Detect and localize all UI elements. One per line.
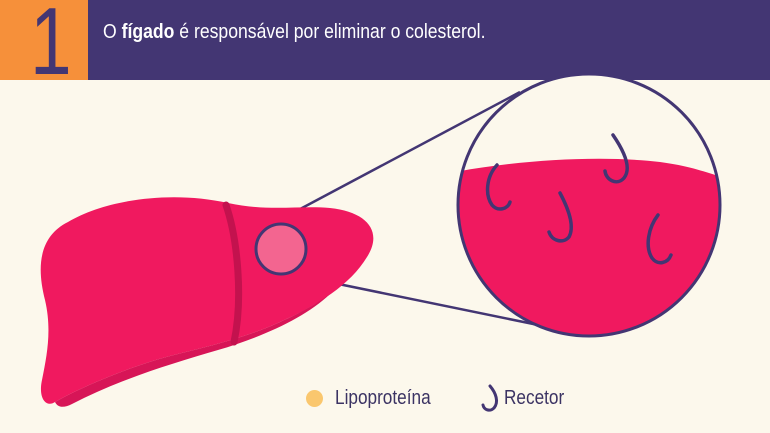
legend-label-lipoprotein: Lipoproteína bbox=[335, 386, 431, 409]
liver-zoom-spot bbox=[254, 222, 308, 276]
zoom-circle bbox=[456, 72, 722, 338]
receptor-hook-icon bbox=[646, 213, 673, 265]
title-bold: fígado bbox=[121, 21, 175, 43]
header-title: O fígado é responsável por eliminar o co… bbox=[103, 19, 485, 45]
legend-item-lipoprotein: Lipoproteína bbox=[306, 387, 446, 410]
yellow-dot-icon bbox=[306, 389, 323, 407]
step-number-box: 1 bbox=[0, 0, 88, 80]
zoom-connector-top bbox=[271, 90, 521, 226]
legend: Lipoproteína Recetor bbox=[306, 384, 574, 412]
liver-icon bbox=[40, 197, 374, 407]
receptor-hook-icon bbox=[603, 133, 629, 184]
title-suffix: é responsável por eliminar o colesterol. bbox=[174, 21, 486, 43]
legend-label-receptor: Recetor bbox=[504, 386, 565, 409]
receptor-hook-icon bbox=[485, 163, 512, 211]
step-number: 1 bbox=[30, 0, 72, 80]
hook-icon bbox=[481, 384, 499, 412]
title-prefix: O bbox=[103, 21, 122, 43]
legend-item-receptor: Recetor bbox=[480, 383, 574, 413]
header-bar: 1 O fígado é responsável por eliminar o … bbox=[0, 0, 770, 80]
receptor-hook-icon bbox=[547, 191, 573, 243]
